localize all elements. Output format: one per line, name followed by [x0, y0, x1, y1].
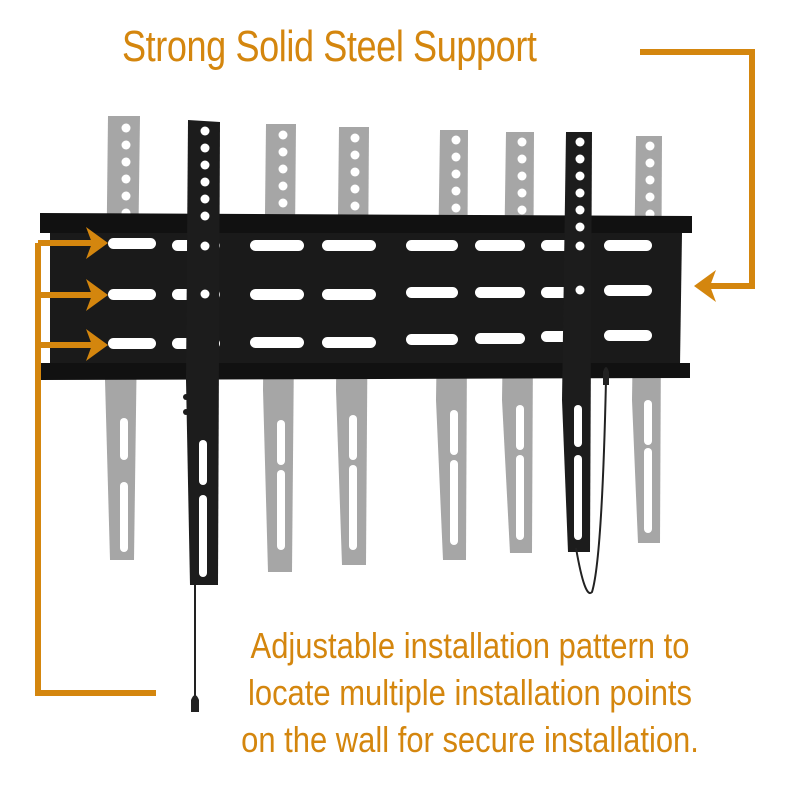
caption-line: Adjustable installation pattern to [250, 625, 690, 666]
arrow-right-icon [86, 227, 108, 259]
callout-right [640, 49, 755, 289]
black-arms [183, 120, 609, 712]
caption-line: on the wall for secure installation. [241, 719, 699, 760]
caption: Adjustable installation pattern to locat… [200, 622, 740, 763]
callout-left [35, 240, 156, 696]
arrow-left-icon [694, 270, 716, 302]
caption-line: locate multiple installation points [247, 672, 693, 713]
arm-black-right [562, 132, 609, 595]
arm-black-left [183, 120, 220, 712]
arrow-right-icon [86, 279, 108, 311]
arrow-right-icon [86, 329, 108, 361]
wall-plate [40, 213, 692, 380]
headline: Strong Solid Steel Support [122, 22, 537, 71]
plate-slots [108, 238, 652, 349]
